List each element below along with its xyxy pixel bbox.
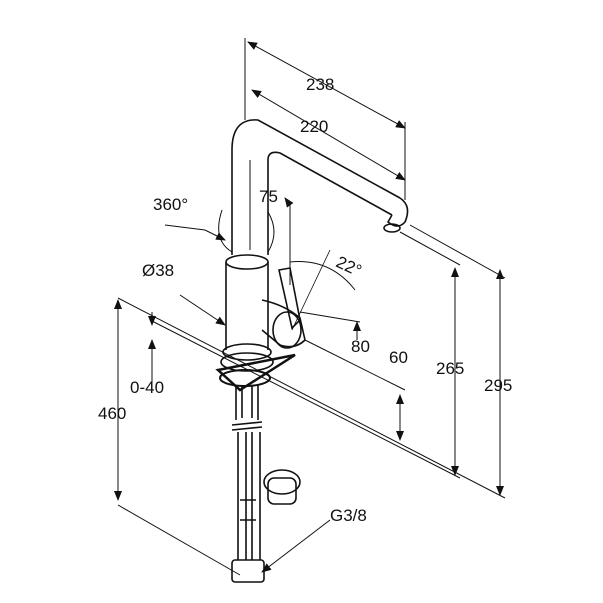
handle-lever — [278, 267, 301, 330]
dim-rotation: 360° — [153, 195, 189, 214]
dim-overall-height: 295 — [484, 376, 513, 395]
dimension-lines — [114, 38, 506, 576]
dim-connection: G3/8 — [330, 506, 367, 525]
dim-handle-height: 80 — [351, 337, 370, 356]
dim-spout-reach: 220 — [300, 117, 329, 136]
dim-body-height: 60 — [389, 348, 408, 367]
faucet-body — [225, 254, 306, 350]
dim-body-diameter: Ø38 — [142, 261, 175, 280]
shank-and-hoses — [231, 385, 301, 583]
dim-hose-length: 460 — [98, 404, 127, 423]
dim-spout-height: 265 — [436, 359, 465, 378]
rotation-arc — [218, 209, 275, 253]
handle-angle-arc — [289, 261, 356, 291]
dim-deck-thickness: 0-40 — [130, 378, 165, 397]
dim-handle-offset: 75 — [259, 187, 278, 206]
dim-overall-reach: 238 — [306, 75, 335, 94]
